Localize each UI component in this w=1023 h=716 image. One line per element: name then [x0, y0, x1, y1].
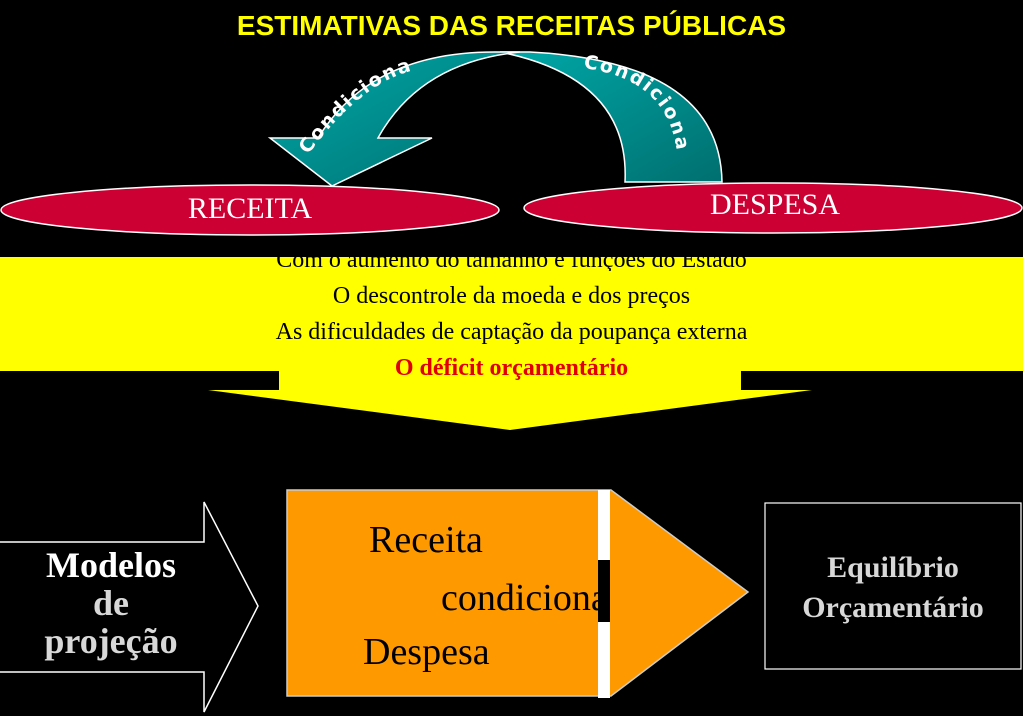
despesa-label: DESPESA — [709, 188, 841, 221]
deficit-line: O déficit orçamentário — [394, 355, 629, 381]
center-despesa: Despesa — [363, 631, 490, 673]
yellow-down-arrow — [0, 257, 1023, 430]
modelos-label: Modelos de projeção — [0, 546, 222, 660]
modelos-arrow-shape — [0, 501, 259, 713]
equilibrio-word: Equilíbrio — [827, 551, 959, 584]
center-arrow-stripe-gap — [598, 560, 610, 622]
projecao-word: projeção — [44, 621, 178, 661]
center-arrow-shape — [286, 489, 750, 697]
center-condiciona: condiciona — [441, 577, 608, 619]
receita-label: RECEITA — [187, 192, 313, 225]
curved-arrow-right — [499, 51, 723, 183]
equilibrio-box — [764, 502, 1022, 670]
equilibrio-label: Equilíbrio Orçamentário — [765, 548, 1021, 628]
de-word: de — [93, 583, 129, 623]
orcamentario-word: Orçamentário — [802, 591, 984, 624]
band-line-3: As dificuldades de captação da poupança … — [275, 319, 748, 345]
band-line-1: Com o aumento do tamanho e funções do Es… — [276, 247, 747, 271]
despesa-ellipse — [523, 182, 1023, 234]
center-receita: Receita — [369, 519, 483, 561]
receita-ellipse — [0, 184, 500, 236]
band-line-2: O descontrole da moeda e dos preços — [332, 283, 691, 309]
page-title: ESTIMATIVAS DAS RECEITAS PÚBLICAS — [236, 10, 787, 41]
curved-arrow-left — [267, 51, 521, 187]
modelos-word: Modelos — [46, 545, 176, 585]
